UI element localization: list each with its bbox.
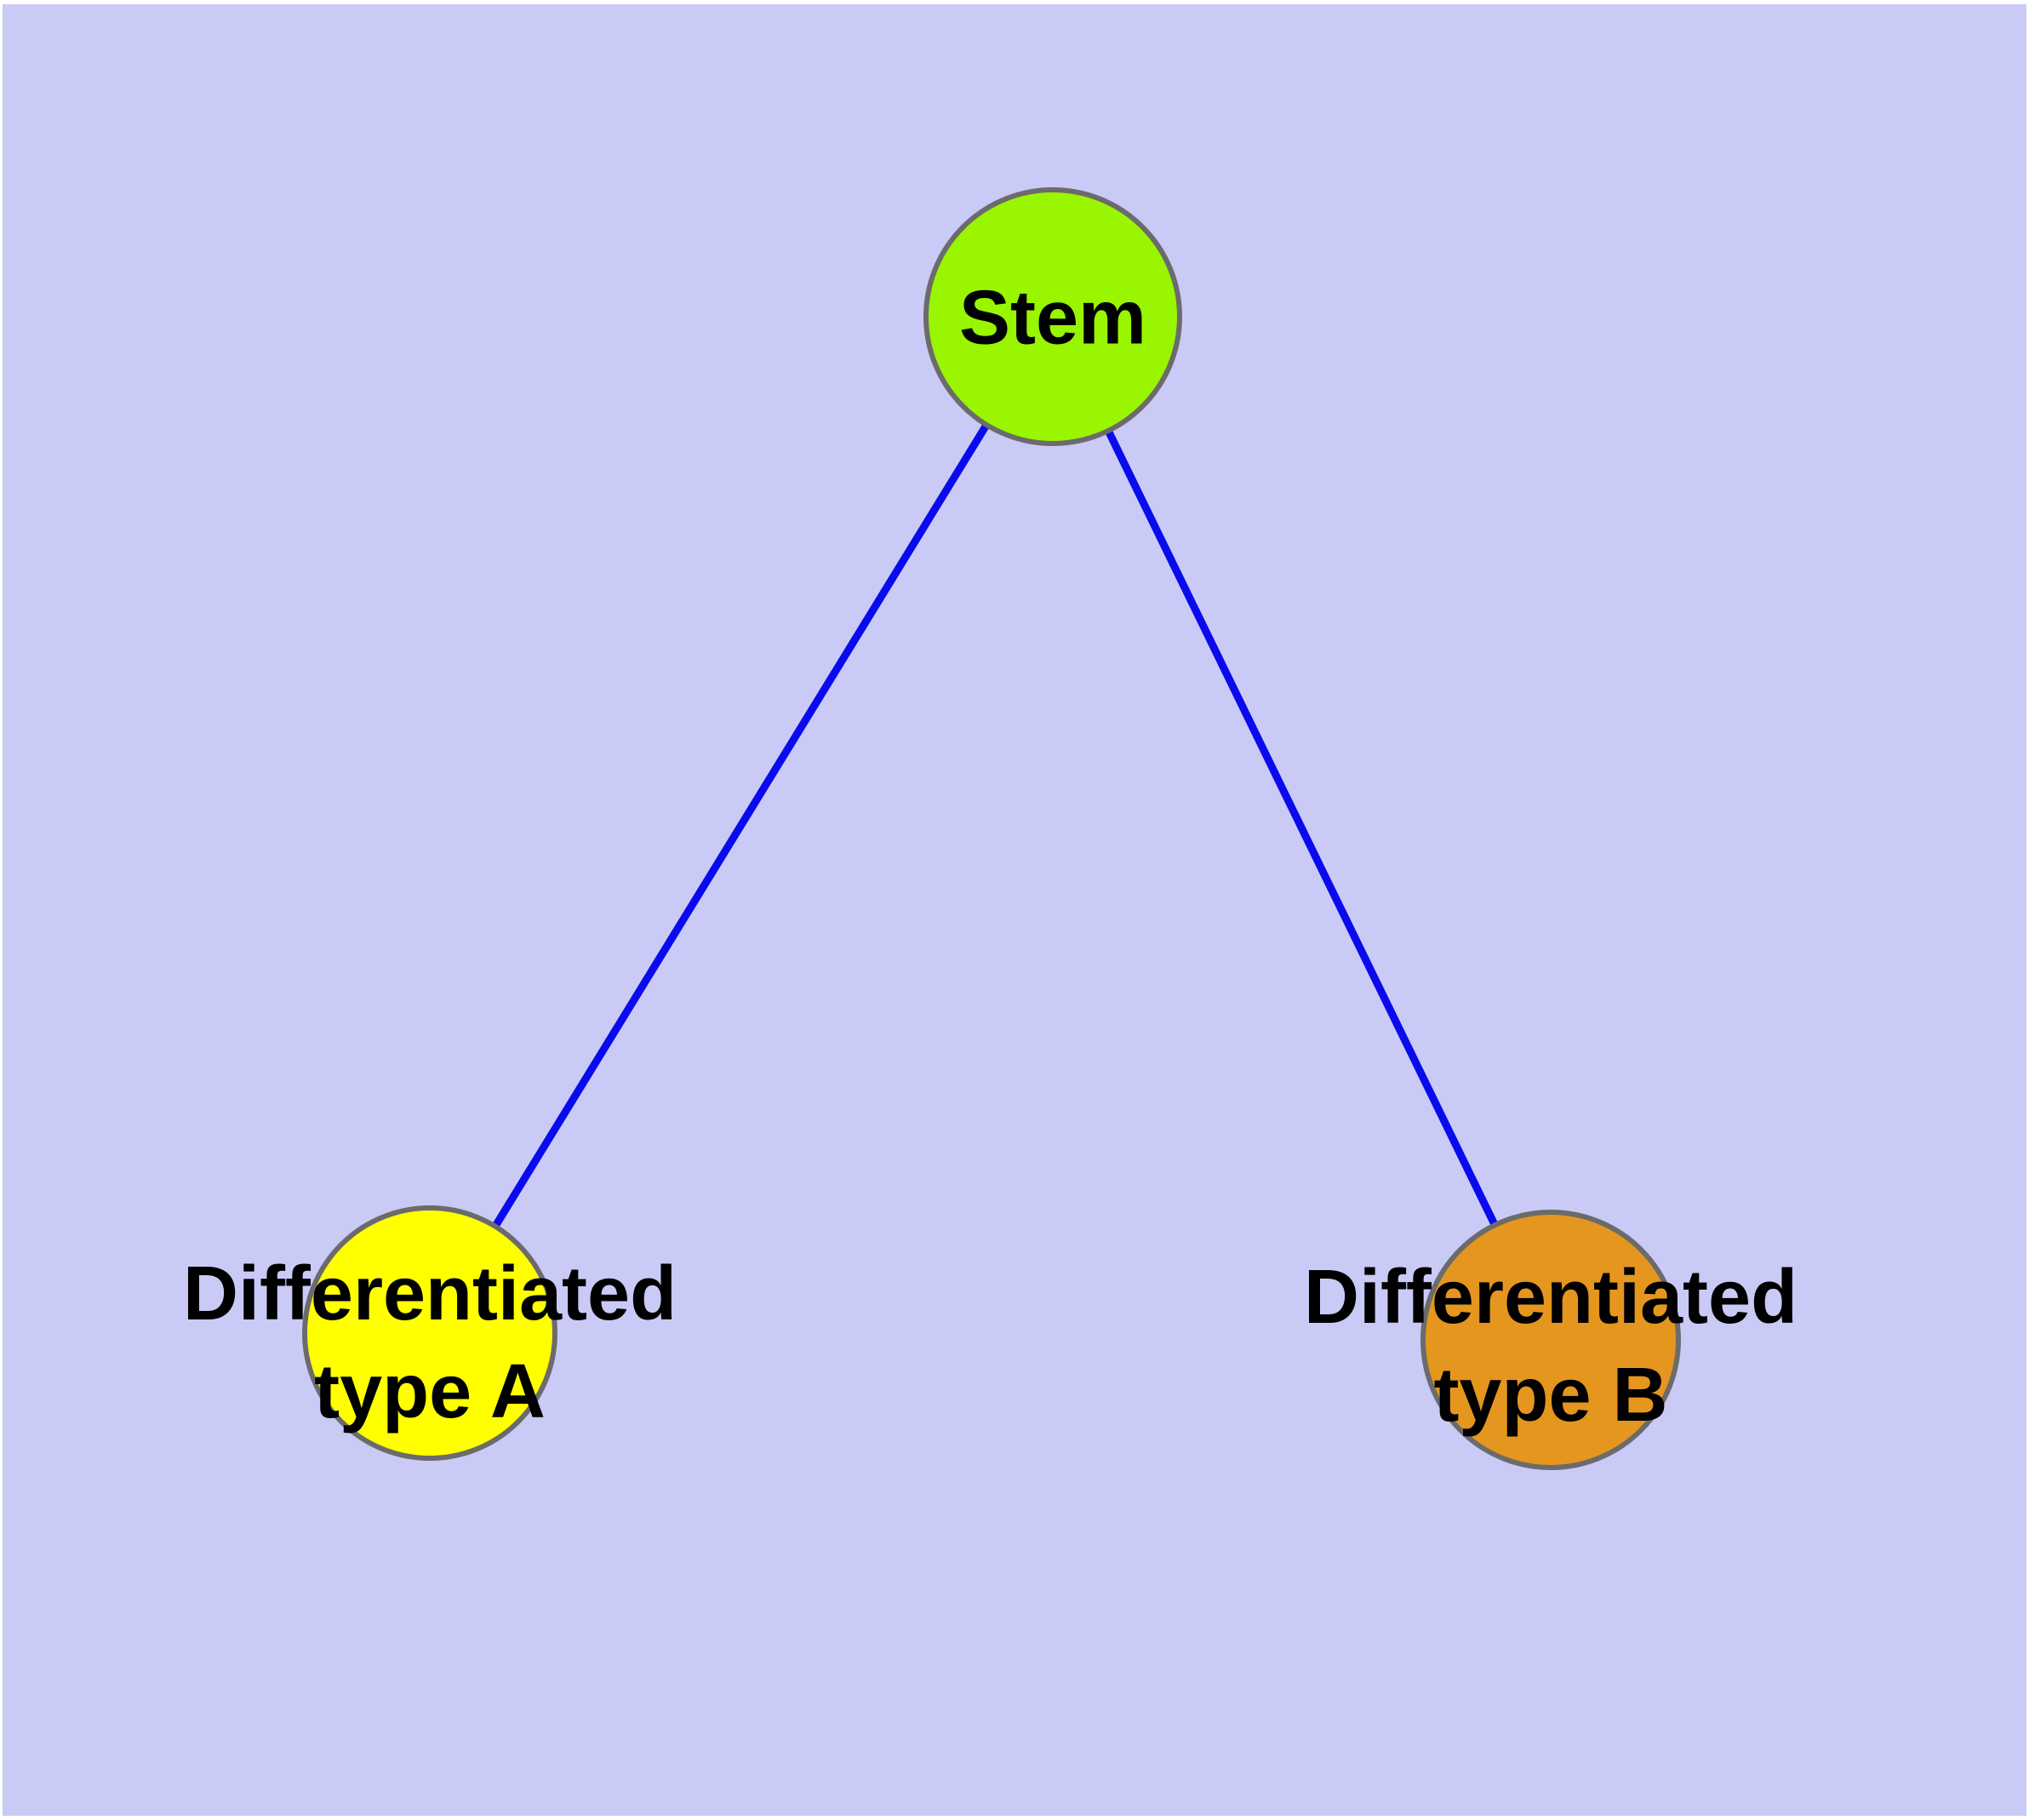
differentiated-type-a-label: Differentiated type A [182, 1251, 677, 1434]
differentiated-type-b-label: Differentiated type B [1303, 1255, 1798, 1438]
stem-node [923, 187, 1182, 446]
differentiated-type-b-node [1420, 1210, 1681, 1470]
edge-stem-to-type-a [426, 314, 1056, 1336]
differentiated-type-a-node [302, 1205, 557, 1461]
edge-stem-to-type-b [1049, 315, 1555, 1342]
stem-node-label: Stem [958, 275, 1147, 361]
